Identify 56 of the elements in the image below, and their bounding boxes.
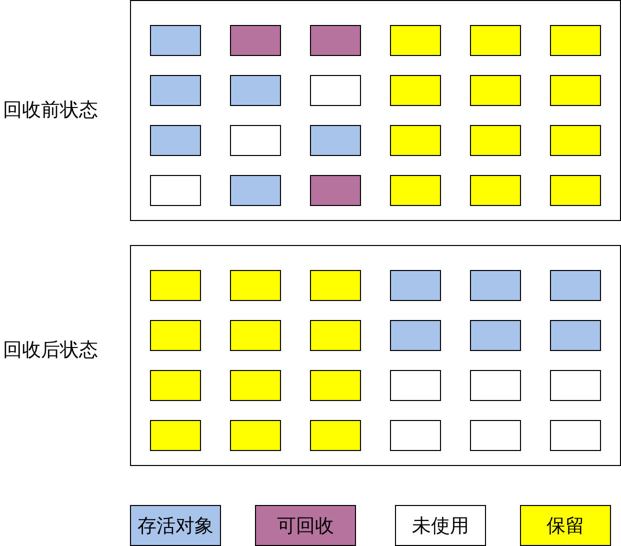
legend-key: 存活对象 bbox=[130, 505, 221, 546]
memory-block bbox=[550, 75, 601, 106]
memory-block bbox=[230, 320, 281, 351]
memory-block bbox=[310, 175, 361, 206]
memory-block bbox=[470, 75, 521, 106]
memory-block bbox=[390, 125, 441, 156]
memory-block bbox=[390, 175, 441, 206]
memory-block bbox=[230, 370, 281, 401]
memory-block bbox=[470, 420, 521, 451]
memory-block bbox=[550, 125, 601, 156]
memory-block bbox=[390, 420, 441, 451]
memory-block bbox=[390, 25, 441, 56]
memory-block bbox=[230, 175, 281, 206]
panel-label: 回收前状态 bbox=[3, 98, 98, 122]
memory-block bbox=[150, 420, 201, 451]
memory-block bbox=[390, 75, 441, 106]
memory-block bbox=[550, 420, 601, 451]
memory-block bbox=[150, 25, 201, 56]
memory-block bbox=[230, 270, 281, 301]
memory-block bbox=[310, 320, 361, 351]
memory-block bbox=[230, 25, 281, 56]
memory-block bbox=[310, 75, 361, 106]
memory-block bbox=[310, 270, 361, 301]
memory-block bbox=[550, 270, 601, 301]
memory-block bbox=[470, 175, 521, 206]
memory-block bbox=[150, 370, 201, 401]
memory-block bbox=[470, 270, 521, 301]
memory-block bbox=[550, 25, 601, 56]
memory-block bbox=[470, 125, 521, 156]
memory-block bbox=[390, 270, 441, 301]
memory-block bbox=[150, 75, 201, 106]
memory-block bbox=[150, 320, 201, 351]
memory-block bbox=[470, 25, 521, 56]
memory-block bbox=[230, 75, 281, 106]
memory-block bbox=[550, 175, 601, 206]
memory-block bbox=[310, 125, 361, 156]
memory-block bbox=[550, 320, 601, 351]
panel-frame bbox=[130, 245, 621, 466]
memory-block bbox=[150, 270, 201, 301]
memory-block bbox=[310, 370, 361, 401]
legend-key: 可回收 bbox=[255, 505, 356, 546]
legend-key: 保留 bbox=[520, 505, 611, 546]
memory-block bbox=[390, 370, 441, 401]
memory-block bbox=[390, 320, 441, 351]
memory-block bbox=[470, 370, 521, 401]
memory-block bbox=[150, 125, 201, 156]
memory-block bbox=[230, 420, 281, 451]
legend-key: 未使用 bbox=[395, 505, 486, 546]
memory-block bbox=[150, 175, 201, 206]
memory-block bbox=[310, 420, 361, 451]
memory-block bbox=[230, 125, 281, 156]
panel-frame bbox=[130, 0, 621, 221]
memory-block bbox=[310, 25, 361, 56]
memory-block bbox=[550, 370, 601, 401]
memory-block bbox=[470, 320, 521, 351]
panel-label: 回收后状态 bbox=[3, 338, 98, 362]
